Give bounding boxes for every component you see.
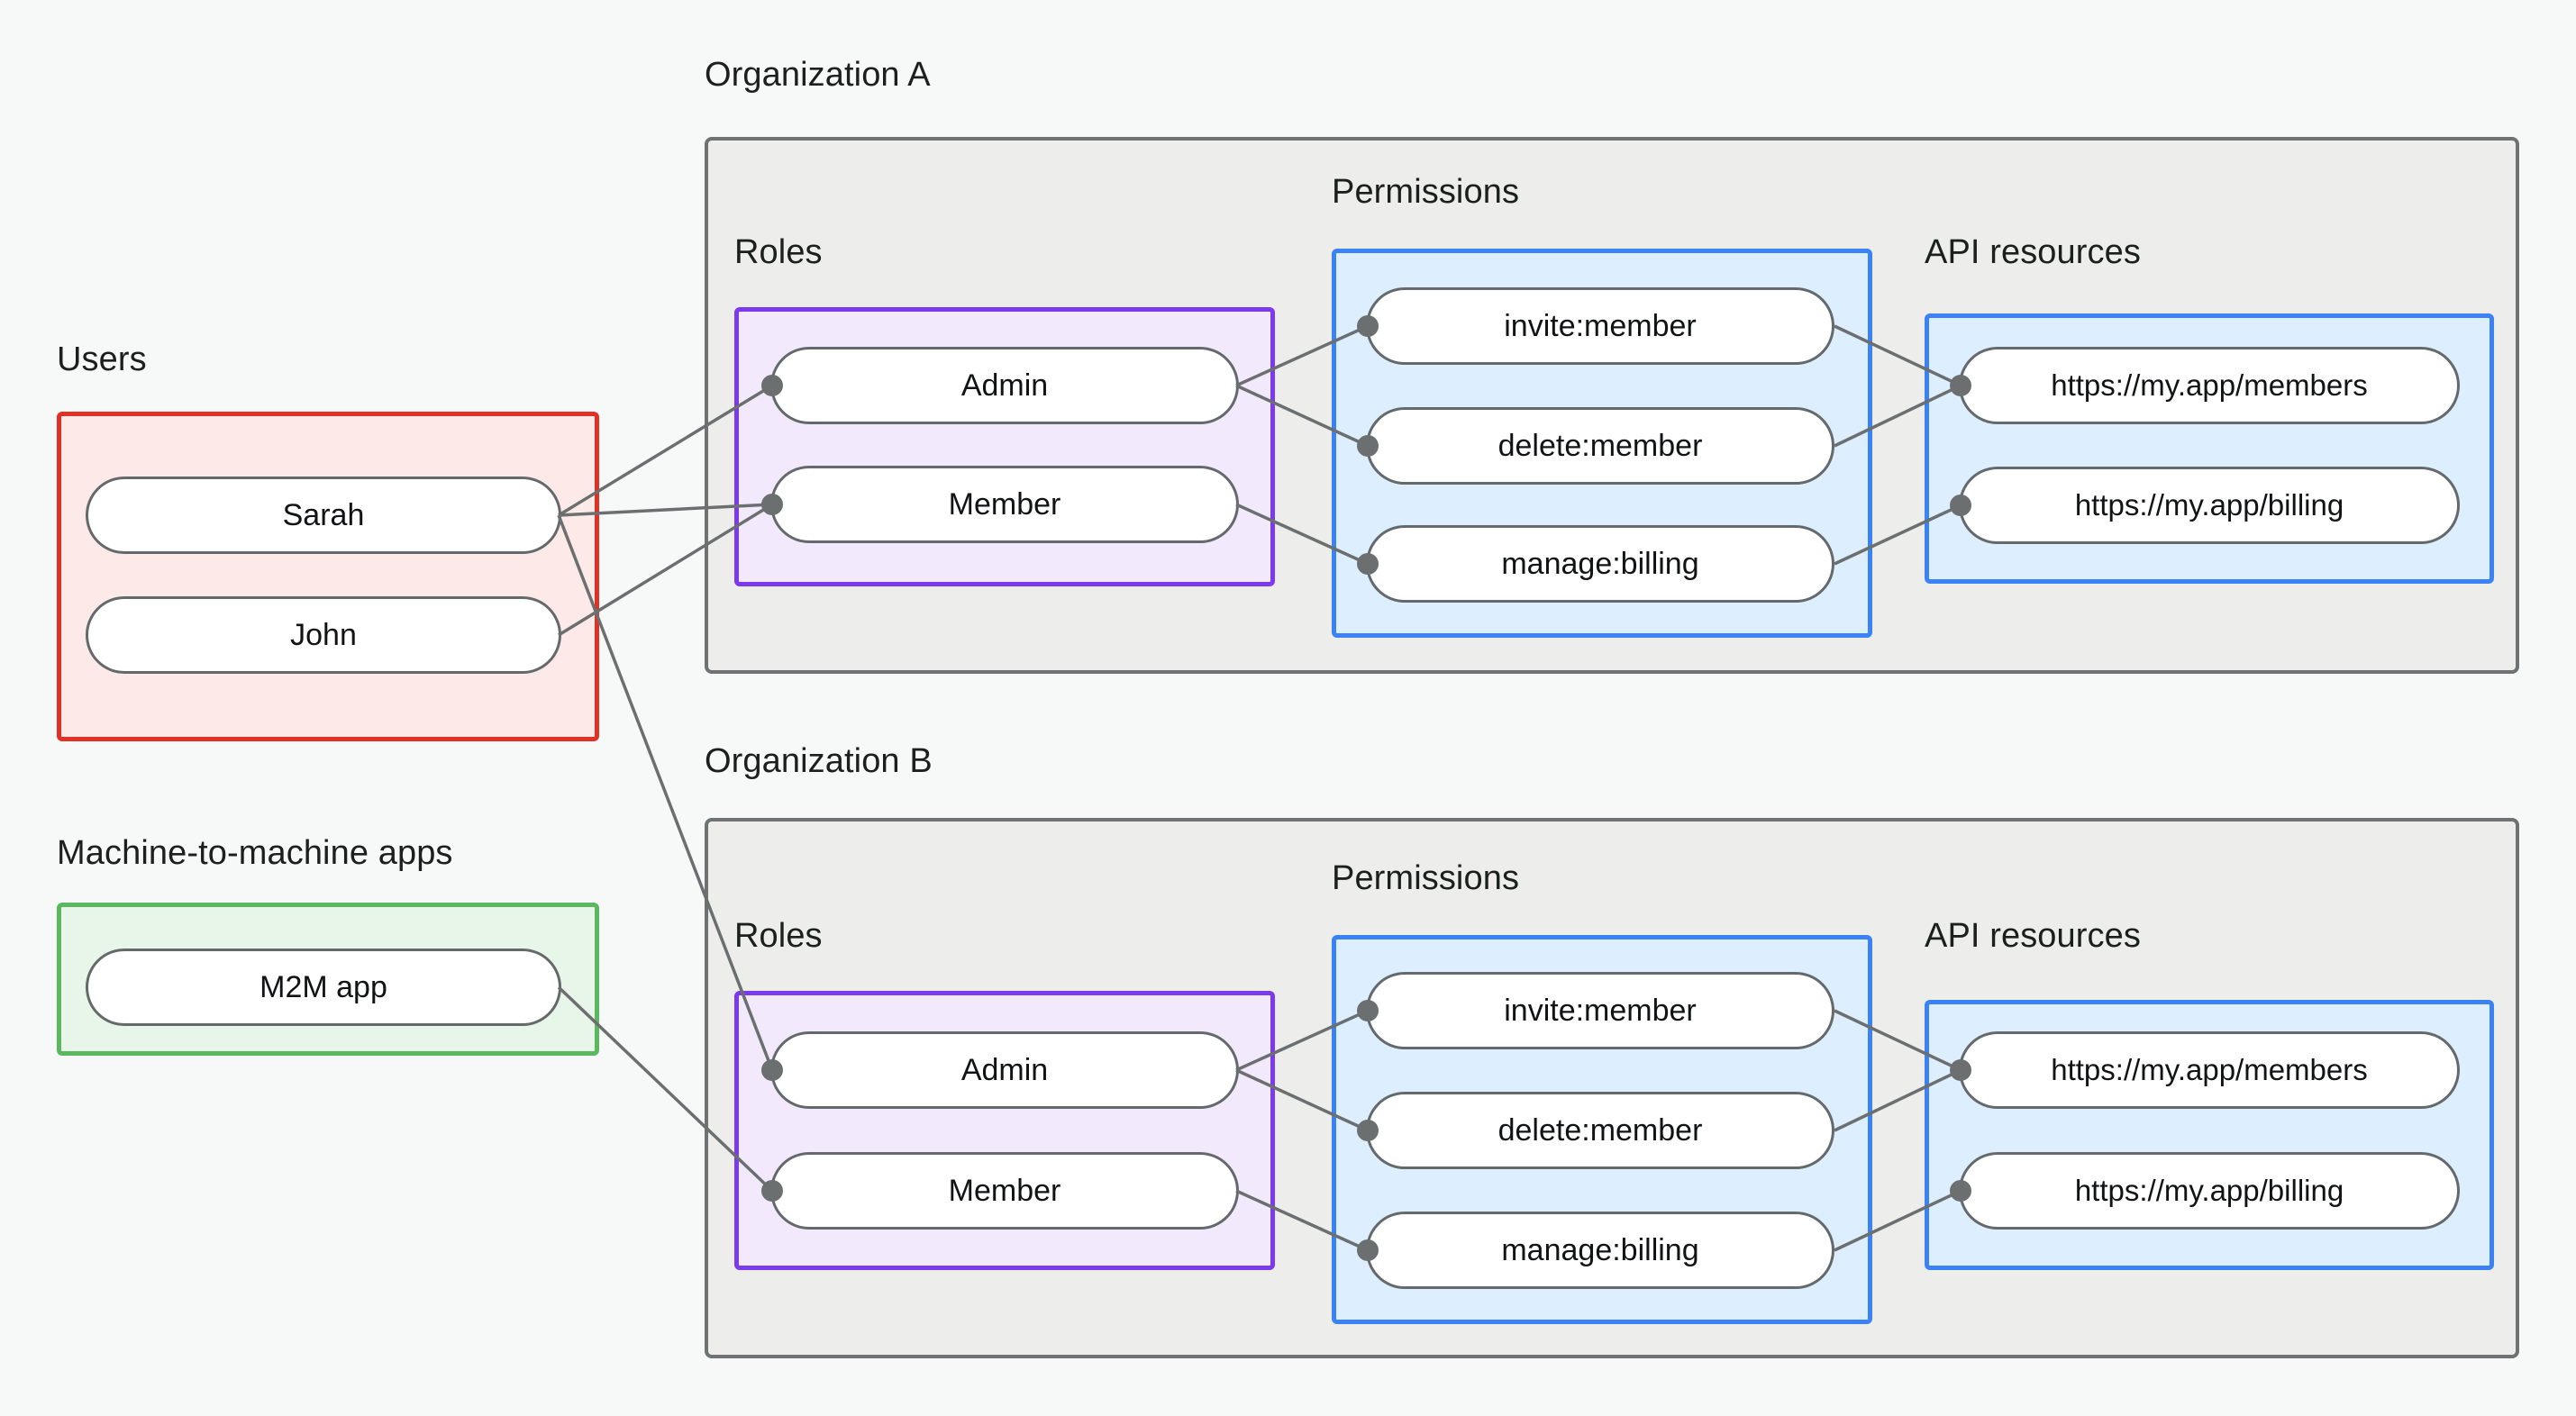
role-node-b-member[interactable]: Member (770, 1152, 1239, 1230)
api-resource-node-a-members[interactable]: https://my.app/members (1959, 347, 2460, 424)
api-resource-node-b-members[interactable]: https://my.app/members (1959, 1031, 2460, 1109)
permission-node-a-manage-billing[interactable]: manage:billing (1366, 525, 1834, 603)
permission-node-a-invite-member[interactable]: invite:member (1366, 287, 1834, 365)
label-machine-to-machine: Machine-to-machine apps (57, 834, 453, 872)
label-api-resources-b: API resources (1925, 917, 2141, 955)
permission-node-b-manage-billing[interactable]: manage:billing (1366, 1212, 1834, 1289)
permission-node-a-delete-member[interactable]: delete:member (1366, 407, 1834, 485)
role-node-b-admin[interactable]: Admin (770, 1031, 1239, 1109)
user-node-sarah[interactable]: Sarah (86, 477, 561, 554)
permission-node-b-invite-member[interactable]: invite:member (1366, 972, 1834, 1049)
api-resource-node-b-billing[interactable]: https://my.app/billing (1959, 1152, 2460, 1230)
label-roles-b: Roles (734, 917, 823, 955)
label-roles-a: Roles (734, 233, 823, 271)
label-organization-a: Organization A (705, 56, 931, 94)
label-permissions-b: Permissions (1332, 859, 1520, 897)
label-users: Users (57, 340, 147, 378)
label-permissions-a: Permissions (1332, 173, 1520, 211)
role-node-a-member[interactable]: Member (770, 466, 1239, 543)
label-organization-b: Organization B (705, 742, 933, 780)
users-group-box (57, 412, 599, 741)
role-node-a-admin[interactable]: Admin (770, 347, 1239, 424)
permission-node-b-delete-member[interactable]: delete:member (1366, 1092, 1834, 1169)
api-resource-node-a-billing[interactable]: https://my.app/billing (1959, 467, 2460, 544)
m2m-node-app[interactable]: M2M app (86, 949, 561, 1026)
user-node-john[interactable]: John (86, 596, 561, 674)
label-api-resources-a: API resources (1925, 233, 2141, 271)
